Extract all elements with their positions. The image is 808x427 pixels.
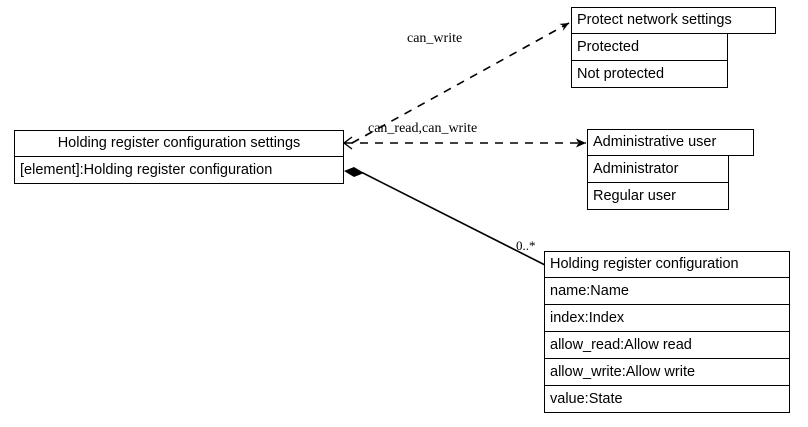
class-attribute-row: Administrator (587, 156, 729, 183)
edge-composition (344, 167, 546, 266)
class-box-administrative-user[interactable]: Administrative user Administrator Regula… (587, 129, 754, 210)
class-box-holding-register-configuration[interactable]: Holding register configuration name:Name… (544, 251, 790, 413)
edge-label-can-read-can-write: can_read,can_write (368, 121, 478, 136)
class-name-settings: Holding register configuration settings (14, 130, 344, 157)
class-attribute-row: Not protected (571, 61, 728, 88)
class-box-settings[interactable]: Holding register configuration settings … (14, 130, 344, 184)
edge-label-can-write: can_write (407, 31, 463, 46)
class-attribute-row: Protected (571, 34, 728, 61)
class-attribute-row: index:Index (544, 305, 790, 332)
edge-can-read-can-write (342, 136, 586, 150)
class-attribute-row: allow_write:Allow write (544, 359, 790, 386)
class-name-administrative-user: Administrative user (587, 129, 754, 156)
class-box-protect-network-settings[interactable]: Protect network settings Protected Not p… (571, 7, 776, 88)
class-attribute-row: name:Name (544, 278, 790, 305)
class-attribute-row: Regular user (587, 183, 729, 210)
class-name-holding-register-configuration: Holding register configuration (544, 251, 790, 278)
class-name-protect-network-settings: Protect network settings (571, 7, 776, 34)
class-attribute-row: allow_read:Allow read (544, 332, 790, 359)
class-attribute-row: [element]:Holding register configuration (14, 157, 344, 184)
edge-multiplicity-0-star: 0..* (516, 238, 536, 253)
class-attribute-row: value:State (544, 386, 790, 413)
